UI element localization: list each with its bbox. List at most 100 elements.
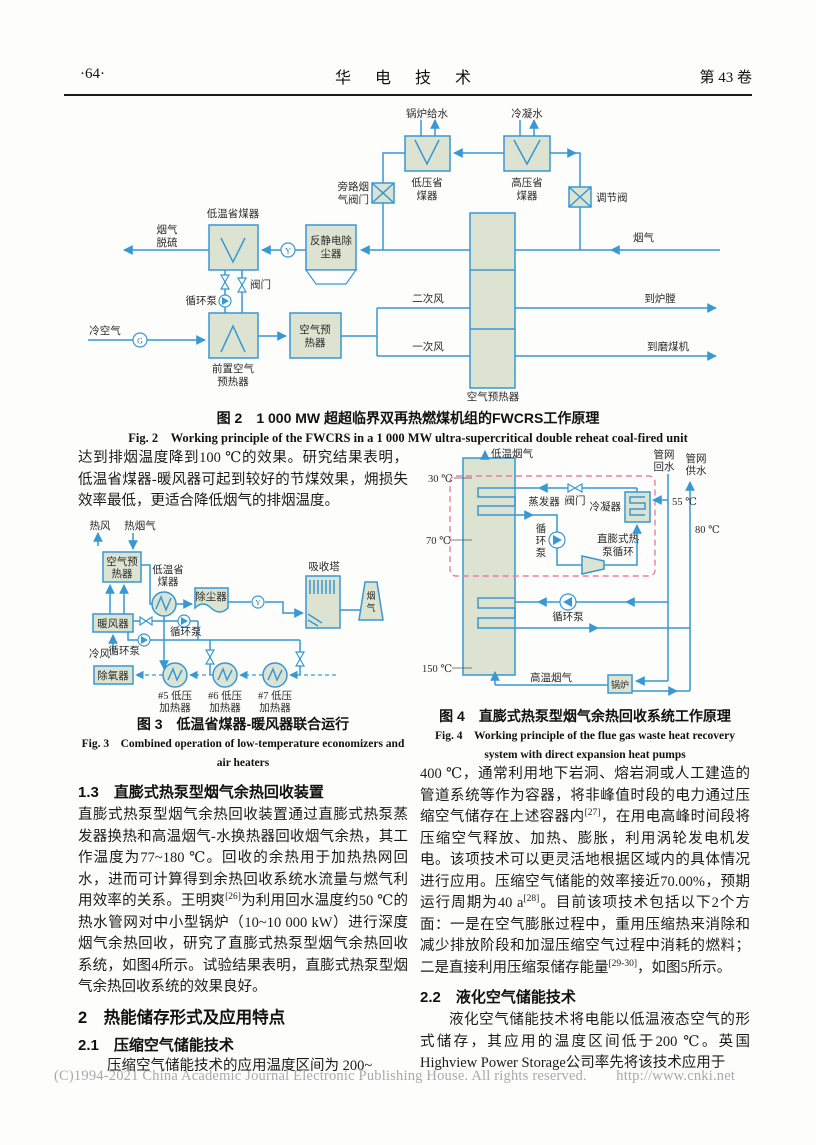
fig4-pipes — [450, 450, 695, 696]
fig3-lt-economizer-icon — [151, 591, 177, 617]
paragraph-3: 压缩空气储能技术的应用温度区间为 200~ — [107, 1058, 373, 1074]
svg-text:循环泵: 循环泵 — [109, 644, 141, 657]
figure3-diagram: Y — [89, 520, 384, 714]
figure2-caption-en: Fig. 2 Working principle of the FWCRS in… — [128, 431, 688, 445]
svg-text:泵循环: 泵循环 — [602, 545, 634, 558]
fig2-pump-icon — [218, 294, 232, 308]
svg-text:加热器: 加热器 — [259, 701, 291, 714]
svg-text:管网: 管网 — [654, 448, 675, 461]
header-rule — [64, 94, 752, 96]
svg-text:低温省煤器: 低温省煤器 — [207, 207, 260, 220]
fig3-lp-heater-icons — [162, 662, 288, 688]
svg-text:低压省: 低压省 — [411, 176, 443, 189]
fig4-condenser-box — [624, 491, 651, 523]
fig2-bypass-valve-icon — [371, 182, 395, 204]
svg-text:旁路烟: 旁路烟 — [338, 180, 370, 193]
svg-text:80 ℃: 80 ℃ — [695, 525, 720, 536]
svg-text:暖风器: 暖风器 — [97, 617, 129, 630]
svg-text:吸收塔: 吸收塔 — [308, 560, 340, 573]
figure4-caption-en-line2: system with direct expansion heat pumps — [484, 749, 686, 761]
fig2-labels: 锅炉给水 冷凝水 低压省 煤器 高压省 煤器 旁路烟 气阀门 调节阀 烟气 低温… — [89, 107, 689, 403]
figure3-caption-zh: 图 3 低温省煤器-暖风器联合运行 — [136, 716, 350, 732]
svg-text:回水: 回水 — [654, 461, 675, 473]
svg-text:G: G — [137, 337, 143, 346]
figure4-diagram: 低温烟气 30 ℃ 70 ℃ 150 ℃ 蒸发器 阀门 冷凝器 管网 回水 管网… — [422, 448, 720, 696]
fig2-air-preheater-small-box — [289, 312, 342, 359]
fig3-pump-icon — [137, 614, 191, 647]
fig2-pipes — [88, 119, 720, 356]
svg-text:低温省: 低温省 — [152, 563, 184, 576]
svg-text:除氧器: 除氧器 — [97, 669, 129, 682]
svg-text:空气预: 空气预 — [299, 323, 331, 336]
fig2-valve-icon — [219, 274, 248, 293]
svg-text:气阀门: 气阀门 — [338, 193, 370, 206]
figure3-caption-en-line2: air heaters — [216, 757, 270, 769]
figure2-diagram: Y G 锅炉给水 冷凝水 低压省 煤器 高压省 煤器 旁路烟 气阀门 调节阀 烟… — [88, 107, 753, 403]
figure3-caption-en-line1: Fig. 3 Combined operation of low-tempera… — [81, 738, 405, 750]
svg-text:Y: Y — [285, 247, 291, 256]
fig4-boiler-box — [607, 674, 633, 694]
svg-text:烟气: 烟气 — [157, 223, 178, 236]
fig4-flue-duct-box — [462, 457, 516, 676]
svg-text:#5 低压: #5 低压 — [158, 689, 193, 702]
svg-text:到磨煤机: 到磨煤机 — [647, 340, 689, 353]
svg-text:环: 环 — [536, 536, 547, 547]
svg-text:气: 气 — [366, 602, 375, 613]
fig2-lp-economizer-box — [404, 135, 451, 172]
paragraph-1: 达到排烟温度降到100 ℃的效果。研究结果表明，低温省煤器-暖风器可起到较好的节… — [78, 450, 408, 509]
fig2-regulating-valve-icon — [568, 186, 592, 208]
figure3-caption-en: Fig. 3 Combined operation of low-tempera… — [66, 735, 420, 773]
fig2-hp-economizer-box — [503, 135, 551, 172]
svg-text:除尘器: 除尘器 — [195, 590, 227, 603]
page-number: ·64· — [80, 66, 105, 82]
paragraph-2: 直膨式热泵型烟气余热回收装置通过直膨式热泵蒸发器换热和高温烟气-水换热器回收烟气… — [78, 807, 408, 995]
svg-text:管网: 管网 — [686, 452, 707, 465]
svg-text:Y: Y — [255, 598, 261, 607]
svg-text:热风: 热风 — [90, 520, 111, 532]
fig4-labels: 低温烟气 30 ℃ 70 ℃ 150 ℃ 蒸发器 阀门 冷凝器 管网 回水 管网… — [422, 448, 720, 690]
svg-text:蒸发器: 蒸发器 — [528, 495, 560, 508]
fig4-pump-icon — [548, 531, 577, 611]
fig4-dashed-boundary — [449, 475, 656, 577]
svg-text:锅炉给水: 锅炉给水 — [406, 107, 448, 120]
svg-text:锅炉: 锅炉 — [611, 679, 629, 690]
svg-text:循环泵: 循环泵 — [186, 294, 218, 307]
figure4-caption-zh: 图 4 直膨式热泵型烟气余热回收系统工作原理 — [439, 708, 731, 724]
svg-text:空气预: 空气预 — [106, 555, 138, 568]
fig3-fan-y-icon: Y — [251, 595, 265, 609]
svg-text:煤器: 煤器 — [158, 575, 179, 588]
fig2-pre-air-preheater-box — [208, 312, 259, 359]
section-2-heading: 2 热能储存形式及应用特点 — [78, 1009, 286, 1027]
fig3-absorber-box — [305, 575, 341, 629]
svg-text:热烟气: 热烟气 — [124, 520, 156, 532]
fig3-stack-icon — [358, 581, 384, 621]
svg-text:高温烟气: 高温烟气 — [530, 671, 572, 684]
fig3-deaerator-box — [93, 665, 134, 685]
svg-text:加热器: 加热器 — [159, 701, 191, 714]
figure4-caption-en: Fig. 4 Working principle of the flue gas… — [412, 727, 758, 765]
svg-text:加热器: 加热器 — [209, 701, 241, 714]
svg-text:供水: 供水 — [686, 464, 707, 477]
svg-text:煤器: 煤器 — [417, 189, 438, 202]
section-2-2-heading: 2.2 液化空气储能技术 — [420, 989, 576, 1006]
svg-text:调节阀: 调节阀 — [596, 191, 628, 204]
svg-text:空气预热器: 空气预热器 — [467, 390, 520, 403]
svg-text:预热器: 预热器 — [217, 375, 249, 388]
svg-text:循环泵: 循环泵 — [170, 625, 202, 638]
svg-text:30 ℃: 30 ℃ — [428, 474, 453, 485]
svg-text:反静电除: 反静电除 — [310, 234, 352, 247]
fig4-compressor-icon — [581, 555, 605, 575]
copyright-footer: (C)1994-2021 China Academic Journal Elec… — [54, 1068, 736, 1084]
svg-text:高压省: 高压省 — [511, 176, 543, 189]
svg-text:热器: 热器 — [112, 567, 133, 580]
svg-text:直膨式热: 直膨式热 — [597, 532, 639, 545]
journal-title: 华 电 技 术 — [334, 70, 481, 87]
svg-text:150 ℃: 150 ℃ — [422, 664, 452, 675]
fig2-fan-g-icon: G — [132, 332, 148, 348]
fig3-precipitator-box — [194, 587, 229, 613]
svg-text:冷风: 冷风 — [89, 647, 110, 660]
svg-text:55 ℃: 55 ℃ — [672, 497, 697, 508]
fig4-valve-icon — [567, 482, 583, 494]
svg-text:热器: 热器 — [305, 336, 326, 349]
svg-text:煤器: 煤器 — [517, 189, 538, 202]
